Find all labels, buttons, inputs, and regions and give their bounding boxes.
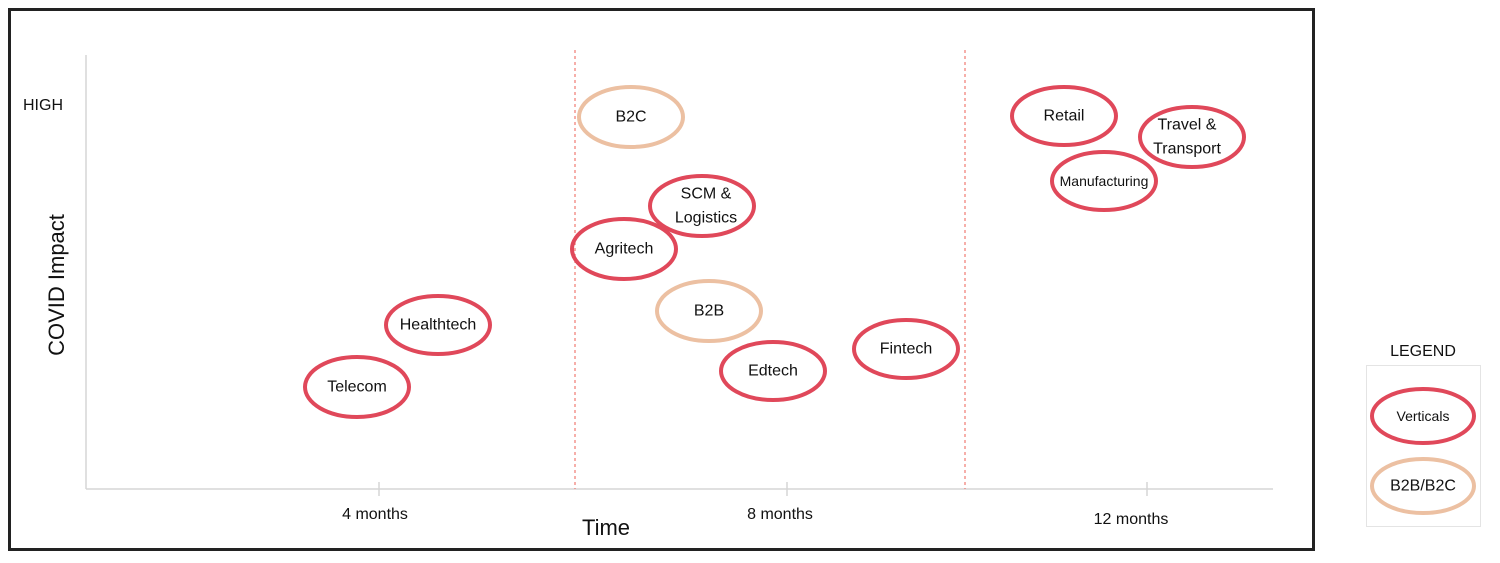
bubble-b2b: B2B	[655, 279, 763, 343]
bubble-scm-logistics-marker-verticals	[648, 174, 756, 238]
bubble-telecom-label: Telecom	[327, 379, 387, 396]
bubble-edtech-label: Edtech	[748, 363, 798, 380]
bubble-scm-logistics-label-line-1: SCM &	[681, 186, 732, 203]
x-tick-label-4-months: 4 months	[342, 506, 408, 523]
bubble-healthtech-marker-verticals	[384, 294, 492, 356]
bubble-b2c: B2C	[577, 85, 685, 149]
bubble-fintech-marker-verticals	[852, 318, 960, 380]
bubble-agritech-label: Agritech	[595, 241, 654, 258]
bubble-retail-marker-verticals	[1010, 85, 1118, 147]
bubble-manufacturing-marker-verticals	[1050, 150, 1158, 212]
bubble-retail: Retail	[1010, 85, 1118, 147]
x-tick-label-8-months: 8 months	[747, 506, 813, 523]
chart-frame	[8, 8, 1315, 551]
bubble-agritech-marker-verticals	[570, 217, 678, 281]
y-axis-title: COVID Impact	[44, 214, 69, 356]
bubble-layer: Telecom Healthtech Agritech SCM & LogisticsE…	[303, 85, 1246, 419]
bubble-retail-label: Retail	[1044, 108, 1085, 125]
x-tick-label-12-months: 12 months	[1093, 511, 1169, 528]
legend-label-verticals: Verticals	[1397, 408, 1450, 424]
x-axis-title: Time	[581, 515, 631, 540]
bubble-healthtech-label: Healthtech	[400, 317, 477, 334]
bubble-telecom: Telecom	[303, 355, 411, 419]
bubble-telecom-marker-verticals	[303, 355, 411, 419]
bubble-b2c-label: B2C	[615, 109, 646, 126]
bubble-travel-transport-marker-verticals	[1138, 105, 1246, 169]
legend-box	[1366, 365, 1481, 527]
bubble-agritech: Agritech	[570, 217, 678, 281]
bubble-healthtech: Healthtech	[384, 294, 492, 356]
bubble-travel-transport-label-line-1: Travel &	[1158, 117, 1217, 134]
legend-title: LEGEND	[1390, 343, 1456, 360]
bubble-fintech: Fintech	[852, 318, 960, 380]
bubble-b2b-label: B2B	[694, 303, 724, 320]
legend-label-b2b-b2c: B2B/B2C	[1390, 478, 1456, 495]
bubble-travel-transport: Travel & Transport	[1138, 105, 1246, 169]
bubble-fintech-label: Fintech	[880, 341, 932, 358]
legend-marker-verticals	[1370, 387, 1476, 445]
bubble-b2c-marker-b2b-b2c	[577, 85, 685, 149]
y-tick-label-high: HIGH	[23, 97, 63, 114]
bubble-manufacturing-label: Manufacturing	[1060, 173, 1149, 189]
bubble-b2b-marker-b2b-b2c	[655, 279, 763, 343]
legend-marker-b2b-b2c	[1370, 457, 1476, 515]
bubble-edtech: Edtech	[719, 340, 827, 402]
bubble-scm-logistics-label-line-2: Logistics	[675, 210, 737, 227]
bubble-manufacturing: Manufacturing	[1050, 150, 1158, 212]
bubble-travel-transport-label-line-2: Transport	[1153, 141, 1221, 158]
bubble-scm-logistics: SCM & Logistics	[648, 174, 756, 238]
bubble-edtech-marker-verticals	[719, 340, 827, 402]
